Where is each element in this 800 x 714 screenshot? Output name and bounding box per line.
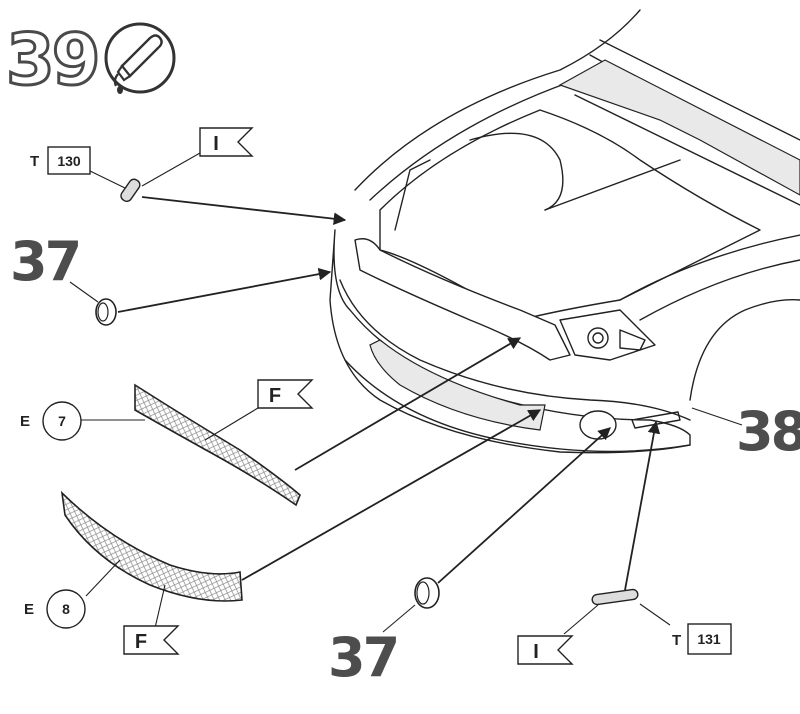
leader-lines (69, 152, 743, 635)
label-t130: T 130 (30, 146, 91, 175)
label-t131: T 131 (672, 623, 732, 655)
flag-i-bottom-label: I (533, 641, 539, 663)
label-t131-prefix: T (672, 632, 681, 649)
fog-lamp-part-37-bottom (414, 577, 440, 609)
car-front-body (329, 9, 800, 454)
label-e8: E 8 (24, 589, 86, 629)
label-t131-number: 131 (697, 631, 721, 647)
assembly-arrows (117, 196, 661, 591)
flag-f-lower-label: F (135, 631, 147, 653)
label-e7-number: 7 (58, 413, 66, 429)
glue-tube-icon (104, 22, 176, 94)
callout-37-bottom: 37 (328, 626, 397, 689)
label-e7-prefix: E (20, 413, 30, 430)
flag-f-upper-label: F (269, 385, 281, 407)
flag-i-top: I (199, 127, 254, 157)
callout-38: 38 (736, 400, 800, 463)
label-e7: E 7 (20, 401, 82, 441)
flag-i-top-label: I (213, 133, 219, 155)
step-number: 39 (6, 19, 97, 101)
label-e8-number: 8 (62, 601, 70, 617)
flag-i-bottom: I (517, 635, 574, 665)
grille-upper-e7 (134, 383, 301, 507)
badge-part-t130 (120, 178, 141, 203)
flag-f-upper: F (257, 379, 314, 409)
label-t130-prefix: T (30, 153, 39, 170)
badge-part-t131 (591, 588, 639, 606)
fog-lamp-part-37-top (95, 298, 117, 326)
grille-lower-e8 (60, 490, 243, 602)
label-e8-prefix: E (24, 601, 34, 618)
callout-37-top: 37 (10, 230, 79, 293)
label-t130-number: 130 (57, 153, 81, 169)
flag-f-lower: F (123, 625, 180, 655)
step-header: 39 (5, 18, 176, 103)
